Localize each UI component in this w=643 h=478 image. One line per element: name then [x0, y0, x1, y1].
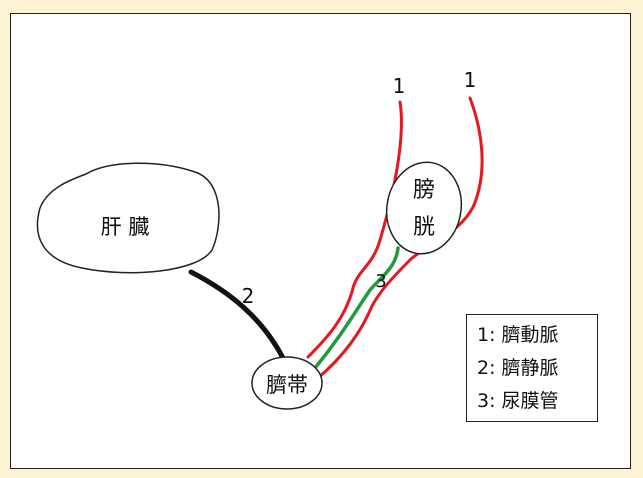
umbilicus-shape: [251, 356, 323, 410]
legend-box: 1: 臍動脈 2: 臍静脈 3: 尿膜管: [466, 314, 598, 422]
legend-item-artery: 1: 臍動脈: [477, 324, 559, 346]
umbilicus-label: 臍帯: [266, 373, 308, 397]
vein-number: 2: [242, 284, 255, 308]
urachus-line: [313, 246, 400, 370]
artery-left-number: 1: [393, 74, 406, 98]
legend-item-urachus: 3: 尿膜管: [477, 390, 559, 412]
artery-right-number: 1: [464, 68, 477, 92]
liver-label: 肝 臓: [101, 215, 150, 239]
umbilical-vein-line: [188, 269, 286, 361]
bladder-label-line1: 膀: [413, 178, 435, 203]
bladder-label-line2: 胱: [413, 215, 435, 240]
urachus-number: 3: [375, 271, 386, 292]
umbilical-artery-left-line: [306, 100, 403, 359]
liver-shape: [36, 162, 220, 274]
umbilical-artery-right-line: [316, 96, 484, 380]
bladder-shape: [385, 161, 463, 255]
legend-item-vein: 2: 臍静脈: [477, 357, 559, 379]
